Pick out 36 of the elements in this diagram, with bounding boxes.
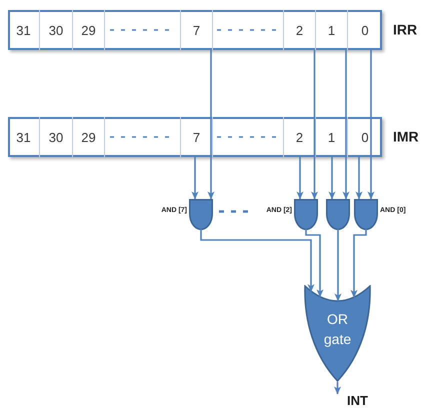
arrow — [192, 157, 198, 200]
bit-number: 7 — [192, 130, 200, 144]
bit-number: 0 — [361, 24, 369, 36]
bit-number: 1 — [328, 130, 336, 144]
arrow — [368, 50, 374, 200]
bit-number: 31 — [16, 24, 31, 36]
arrow — [334, 229, 342, 302]
bit-number: 1 — [328, 24, 336, 36]
bit-number: 29 — [81, 24, 96, 36]
arrow — [305, 229, 324, 298]
arrow — [208, 50, 214, 200]
arrow — [328, 157, 336, 200]
and-gate — [326, 199, 350, 230]
bit-number: 2 — [296, 130, 304, 144]
arrow — [200, 229, 314, 292]
arrow — [350, 229, 367, 298]
bit-number: 2 — [296, 24, 304, 36]
bit-number: 0 — [361, 130, 369, 144]
arrow — [356, 157, 362, 200]
bit-number: 30 — [48, 130, 64, 144]
register-label: IRR — [393, 20, 418, 40]
arrow — [342, 50, 350, 200]
arrow — [311, 50, 318, 200]
bit-number: 31 — [16, 130, 31, 144]
gate-label: OR gate — [322, 310, 352, 349]
bit-number: 30 — [48, 24, 64, 36]
arrow — [296, 157, 304, 200]
and-gate — [294, 199, 318, 230]
arrow — [334, 382, 341, 394]
register-label: IMR — [393, 128, 419, 146]
and-gate — [354, 199, 378, 230]
bit-number: 29 — [81, 130, 96, 144]
or-gate — [304, 285, 371, 382]
and-gate — [189, 199, 213, 230]
output-signal-label: INT — [335, 394, 373, 407]
bit-number: 7 — [192, 24, 200, 36]
